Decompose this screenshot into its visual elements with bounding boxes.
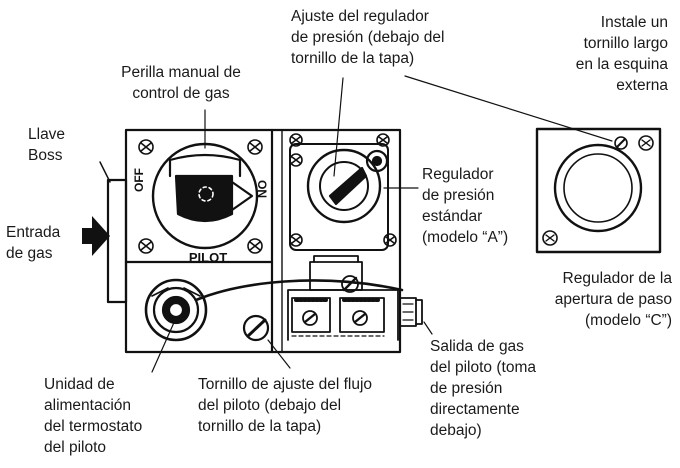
- inlet-arrow: [82, 216, 110, 256]
- label-standard-regulator: Regulador de presión estándar (modelo “A…: [422, 166, 509, 246]
- corner-screws-left: [138, 139, 263, 254]
- pilot-outlet-fitting: [399, 297, 423, 327]
- leader-ajuste: [333, 77, 344, 177]
- leader-unidad: [151, 317, 177, 373]
- label-boss-wrench: Llave Boss: [28, 126, 66, 164]
- leader-lines: [151, 75, 613, 373]
- label-gas-inlet: Entrada de gas: [6, 224, 61, 262]
- pilot-marking: PILOT: [189, 250, 227, 265]
- label-pilot-thermostat-unit: Unidad de alimentación del termostato de…: [44, 376, 143, 456]
- label-pressure-regulator-adjust: Ajuste del regulador de presión (debajo …: [291, 8, 445, 67]
- leader-instale: [404, 75, 613, 142]
- label-pilot-gas-outlet: Salida de gas del piloto (toma de presió…: [430, 338, 536, 439]
- gas-control-knob: [151, 142, 259, 250]
- outlet-assembly: [287, 255, 399, 341]
- on-marking: ON: [255, 180, 269, 198]
- off-marking: OFF: [132, 168, 146, 192]
- throttle-regulator-plate: [535, 127, 662, 254]
- regulator-corner-screws: [289, 133, 397, 247]
- pilot-flow-screw: [242, 314, 270, 342]
- standard-regulator: [289, 143, 389, 251]
- valve-body: [124, 128, 402, 354]
- label-throttle-regulator: Regulador de la apertura de paso (modelo…: [554, 270, 672, 329]
- boss-flange: [106, 178, 128, 304]
- label-manual-knob: Perilla manual de control de gas: [121, 64, 241, 102]
- label-install-long-screw: Instale un tornillo largo en la esquina …: [575, 14, 668, 94]
- label-pilot-flow-screw: Tornillo de ajuste del flujo del piloto …: [198, 376, 373, 435]
- leader-tornillo: [267, 339, 291, 369]
- leader-salida: [423, 321, 433, 335]
- pilot-tube: [194, 279, 404, 302]
- pilot-feeder-unit: [144, 278, 208, 342]
- boss-leader-line: [99, 161, 111, 183]
